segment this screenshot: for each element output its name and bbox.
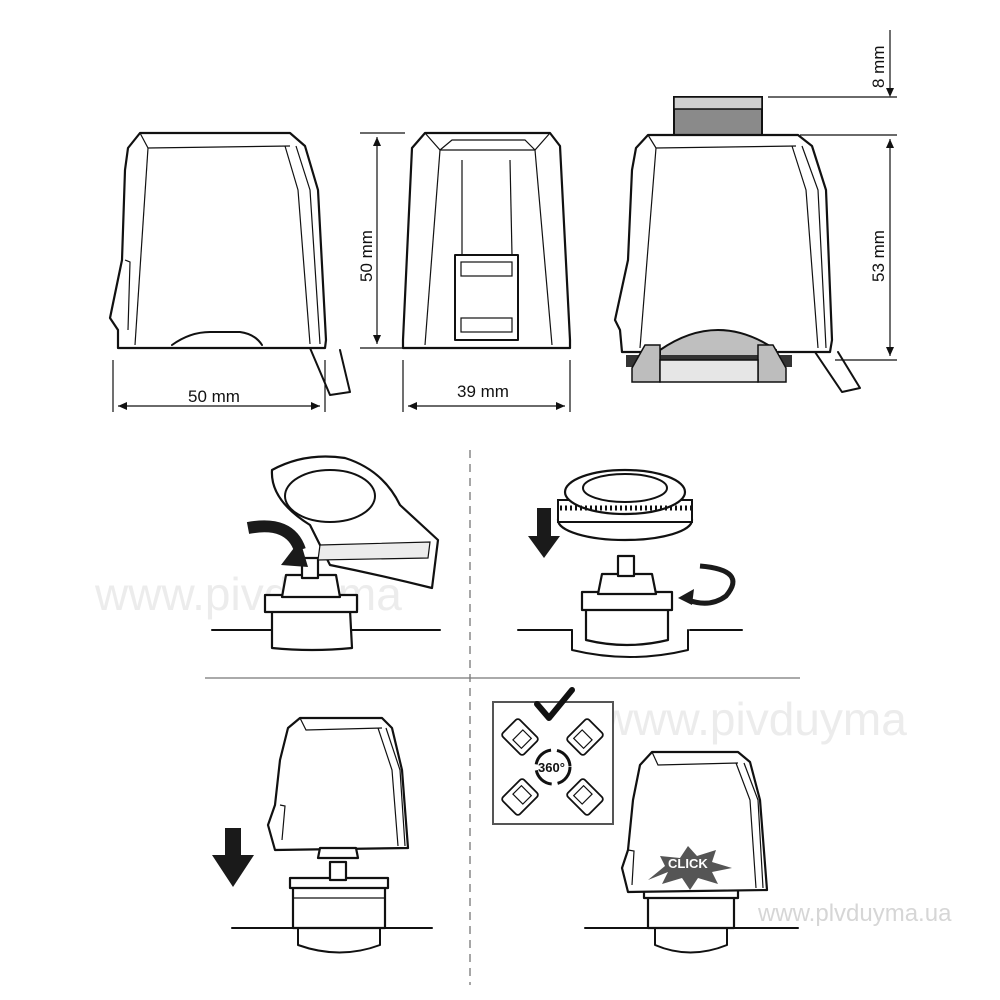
watermark-faint-2: www.pivduyma	[599, 693, 907, 745]
dim-label-front-width: 39 mm	[457, 382, 509, 401]
down-arrow-icon	[528, 536, 560, 558]
width-dimension-side: 50 mm	[112, 360, 326, 412]
down-arrow-icon	[212, 855, 254, 887]
step-2-panel	[517, 468, 743, 658]
height-dimension-mounted: 53 mm	[800, 134, 897, 361]
down-arrow-icon	[281, 540, 308, 567]
rotation-label: 360°	[538, 760, 565, 775]
dim-label-front-height: 50 mm	[357, 230, 376, 282]
watermark-url: www.plvduyma.ua	[757, 900, 952, 927]
actuator-front-view	[401, 131, 572, 350]
actuator-mounted-view	[613, 96, 861, 393]
width-dimension-front: 39 mm	[402, 360, 571, 412]
dim-label-stroke: 8 mm	[869, 46, 888, 89]
dim-label-mounted-height: 53 mm	[869, 230, 888, 282]
dim-label-side-width: 50 mm	[188, 387, 240, 406]
rotate-arrow-icon	[687, 563, 736, 606]
step-4-panel: 360° CLICK	[492, 687, 799, 954]
step-1-panel	[211, 455, 441, 652]
click-burst-icon	[648, 846, 732, 890]
rotate-360-icon	[534, 748, 572, 786]
stroke-dimension: 8 mm	[768, 30, 897, 98]
height-dimension-front: 50 mm	[357, 132, 405, 349]
checkmark-icon	[534, 687, 575, 721]
click-label: CLICK	[668, 856, 708, 871]
actuator-side-view	[108, 131, 351, 396]
step-3-panel	[212, 716, 433, 954]
